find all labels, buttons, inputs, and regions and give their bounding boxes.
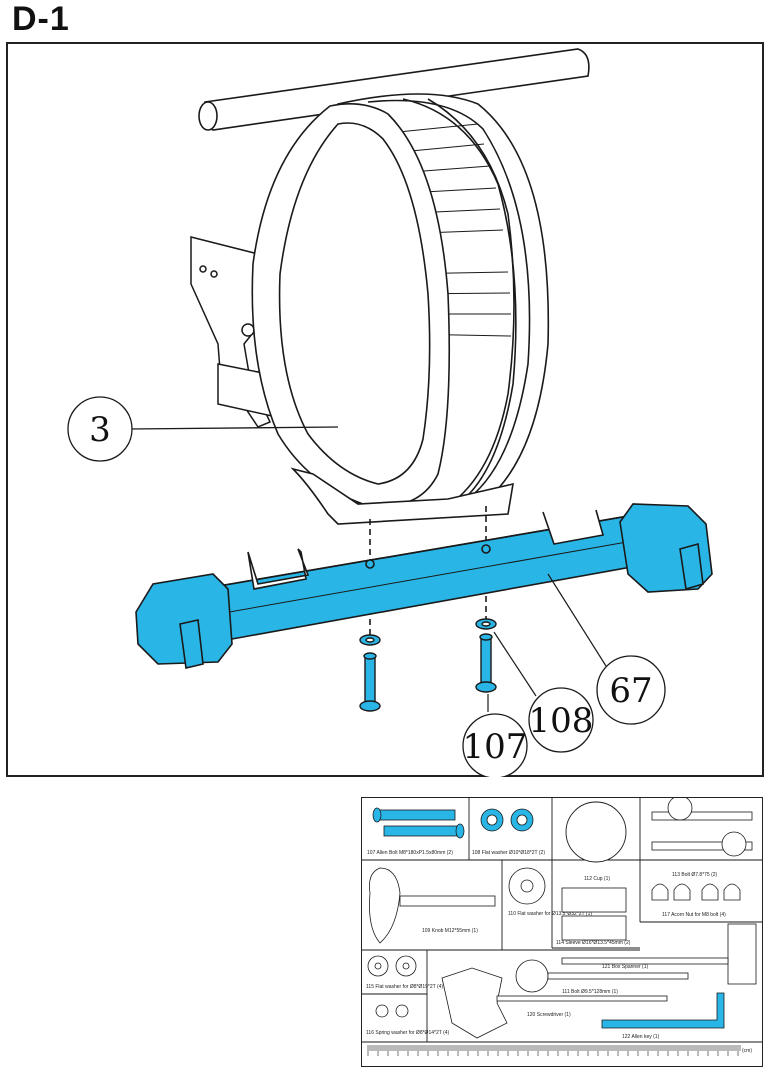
callout-3-label: 3 (89, 410, 111, 450)
parts-list-panel: 107 Allen Bolt M8*180xP1.5x80mm (2) 108 … (361, 795, 763, 1067)
part-115-label: 115 Flat washer for Ø8*Ø19*2T (4) (366, 984, 443, 990)
part-113-label: 113 Bolt Ø7.8*75 (2) (672, 872, 718, 878)
part-122-allen-key (601, 992, 725, 1029)
part-110-label: 110 Flat washer for Ø13.5*Ø32*2T (1) (508, 911, 592, 917)
ruler-unit-label: (cm) (742, 1048, 752, 1054)
parts-list-illustration: 107 Allen Bolt M8*180xP1.5x80mm (2) 108 … (362, 795, 762, 1056)
part-121-label: 121 Box Spanner (1) (602, 964, 648, 970)
leader-line-108 (493, 631, 537, 697)
part-114-label: 114 Sleeve Ø16*Ø13.5*45mm (2) (556, 940, 631, 946)
part-112-cup (565, 801, 627, 863)
callout-3: 3 (67, 396, 133, 462)
callout-108-label: 108 (529, 701, 594, 741)
part-109-label: 109 Knob M12*55mm (1) (422, 928, 478, 934)
callout-67-label: 67 (609, 671, 652, 711)
part-117-acorn-nuts (651, 883, 741, 901)
part-115-washers (367, 955, 417, 977)
part-116-label: 116 Spring washer for Ø8*Ø14*2T (4) (366, 1030, 450, 1036)
part-107-label: 107 Allen Bolt M8*180xP1.5x80mm (2) (367, 850, 453, 856)
part-120-screwdriver (441, 967, 668, 1039)
part-109-knob (369, 867, 496, 944)
part-117-label: 117 Acorn Nut for M8 bolt (4) (662, 912, 726, 918)
part-116-spring-washers (375, 1004, 409, 1018)
part-111-bolt (515, 959, 689, 993)
part-107-bolts (372, 807, 465, 839)
bolt-107-right (475, 633, 497, 693)
washer-108-right (475, 618, 497, 630)
callout-107-label: 107 (463, 727, 528, 767)
part-112-label: 112 Cup (1) (584, 876, 610, 882)
callout-108: 108 (528, 687, 594, 753)
part-111-label: 111 Bolt Ø9.5*128mm (1) (562, 989, 618, 995)
part-122-label: 122 Allen key (1) (622, 1034, 660, 1040)
part-120-label: 120 Screwdriver (1) (527, 1012, 571, 1018)
part-121-box-spanner (561, 923, 757, 985)
callout-67: 67 (596, 655, 666, 725)
part-110-washer (508, 867, 546, 905)
washer-108-left (359, 634, 381, 646)
leader-line-3 (129, 426, 339, 430)
callout-107: 107 (462, 713, 528, 777)
measuring-ruler (367, 1045, 741, 1056)
part-114-sleeves (561, 887, 627, 941)
assembly-illustration: 3 67 108 107 (67, 48, 713, 777)
part-113-bolts (651, 795, 753, 857)
bolt-107-left (359, 652, 381, 712)
leader-line-67 (547, 573, 607, 667)
handlebar (198, 48, 590, 131)
assembly-diagram-frame: 3 67 108 107 (6, 42, 764, 777)
flywheel-housing (251, 93, 550, 525)
front-stabilizer (135, 503, 713, 669)
step-title: D-1 (12, 0, 70, 38)
part-108-label: 108 Flat washer Ø10*Ø18*2T (2) (472, 850, 545, 856)
part-108-washers (480, 808, 534, 832)
